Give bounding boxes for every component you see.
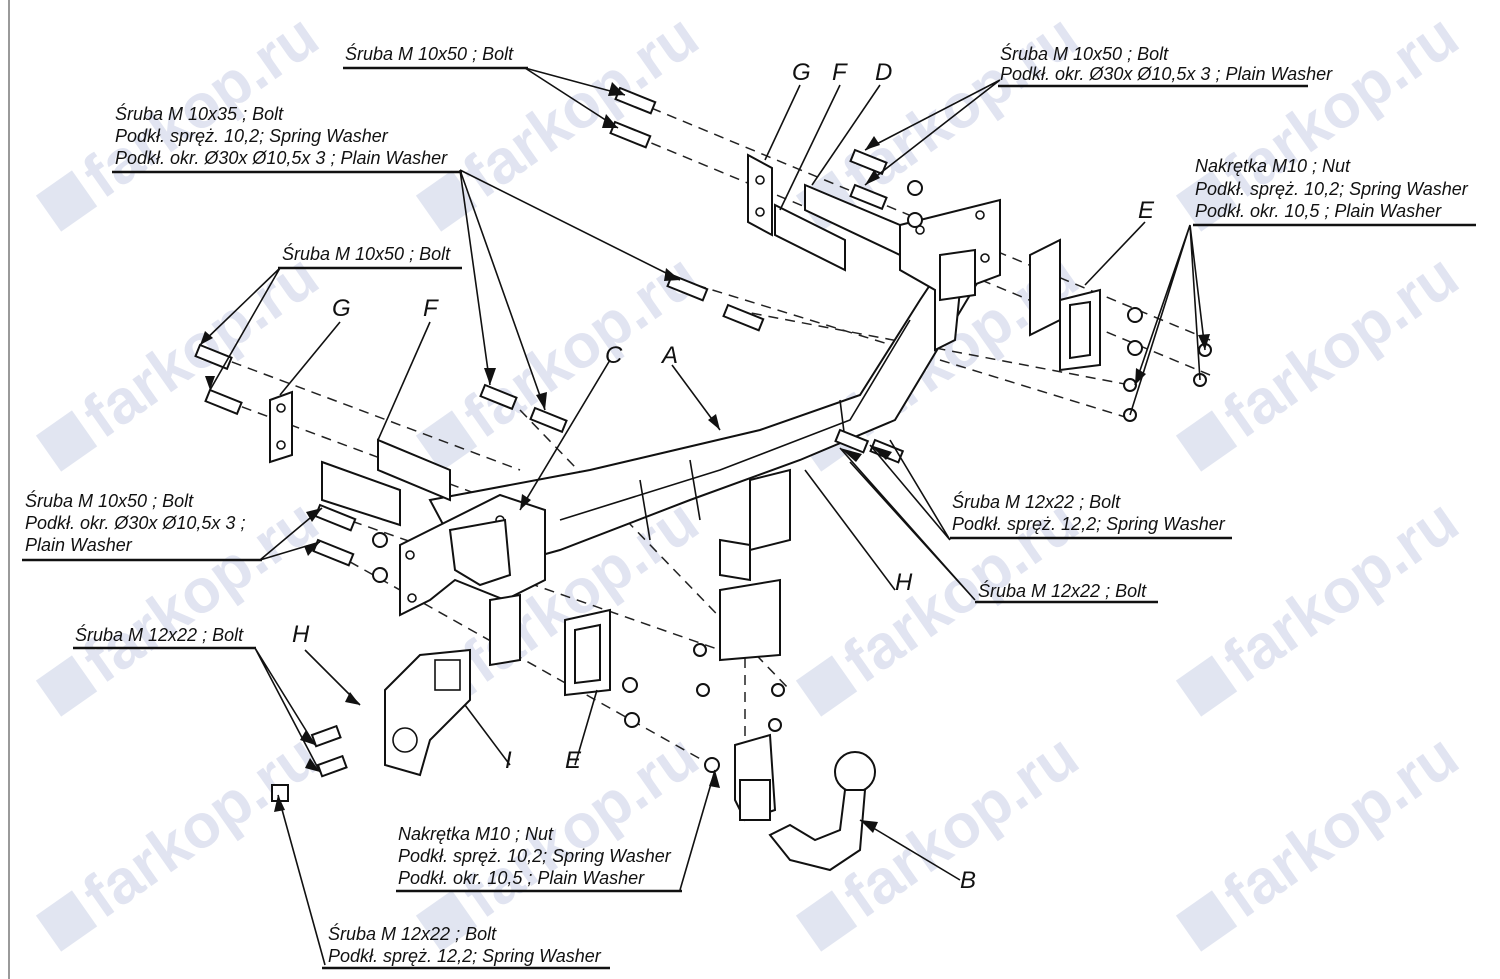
label-line: Śruba M 12x22 ; Bolt (978, 580, 1147, 601)
fasteners (194, 86, 1212, 802)
label-line: Plain Washer (25, 535, 133, 555)
center-brackets (489, 468, 791, 697)
plate-g-top (747, 153, 773, 237)
watermark-text: farkop.ru (71, 721, 331, 932)
label-line: Śruba M 10x50 ; Bolt (25, 490, 194, 511)
letter-f-top: F (832, 59, 848, 86)
label-line: Podkł. okr. Ø30x Ø10,5x 3 ; (25, 513, 245, 533)
label-line: Nakrętka M10 ; Nut (1195, 156, 1351, 176)
plate-f-left (377, 438, 451, 502)
letter-g-left: G (332, 295, 351, 322)
label-line: Podkł. spręż. 12,2; Spring Washer (952, 514, 1226, 534)
letter-i: I (505, 747, 512, 774)
plate-g-left (269, 390, 293, 464)
label-bottom-bolt: Śruba M 12x22 ; Bolt Podkł. spręż. 12,2;… (322, 923, 610, 970)
letter-d: D (875, 59, 892, 86)
label-line: Podkł. okr. 10,5 ; Plain Washer (398, 868, 645, 888)
label-line: Podkł. spręż. 12,2; Spring Washer (328, 946, 602, 966)
letter-h-left: H (292, 621, 310, 648)
car-logo-icon (415, 410, 478, 472)
bracket-e-top (1029, 238, 1101, 372)
label-line: Podkł. okr. Ø30x Ø10,5x 3 ; Plain Washer (115, 148, 448, 168)
letter-e-top: E (1138, 197, 1155, 224)
car-logo-icon (35, 890, 98, 952)
label-line: Podkł. spręż. 10,2; Spring Washer (398, 846, 672, 866)
label-mid-left-bolt: Śruba M 10x50 ; Bolt (278, 243, 462, 270)
label-line: Podkł. spręż. 10,2; Spring Washer (1195, 179, 1469, 199)
label-line: Nakrętka M10 ; Nut (398, 824, 554, 844)
label-right-m12-bolt: Śruba M 12x22 ; Bolt (975, 580, 1158, 604)
letter-g-top: G (792, 59, 811, 86)
right-side-bracket-d (804, 183, 1001, 352)
label-line: Śruba M 12x22 ; Bolt (952, 491, 1121, 512)
car-logo-icon (415, 890, 478, 952)
watermark-16: farkop.ru (1175, 721, 1471, 952)
label-line: Śruba M 10x50 ; Bolt (1000, 43, 1169, 64)
tow-ball-b (734, 733, 876, 872)
part-letters: G F D E G F C A H H I E B (292, 59, 1155, 894)
label-right-nut: Nakrętka M10 ; Nut Podkł. spręż. 10,2; S… (1193, 156, 1476, 227)
label-line: Śruba M 12x22 ; Bolt (328, 923, 497, 944)
label-line: Śruba M 10x50 ; Bolt (282, 243, 451, 264)
label-top-right-bolt: Śruba M 10x50 ; Bolt Podkł. okr. Ø30x Ø1… (998, 43, 1333, 88)
left-side-bracket (321, 460, 546, 617)
car-logo-icon (1175, 655, 1238, 717)
watermark-text: farkop.ru (1211, 721, 1471, 932)
label-left-m12-bolt: Śruba M 12x22 ; Bolt (73, 624, 256, 650)
assembly-lines (199, 94, 1211, 771)
watermark-text: farkop.ru (1211, 241, 1471, 452)
plate-f-top (774, 203, 846, 272)
label-line: Śruba M 10x35 ; Bolt (115, 103, 284, 124)
car-logo-icon (35, 410, 98, 472)
watermark-text: farkop.ru (1211, 486, 1471, 697)
label-lower-left-bolt: Śruba M 10x50 ; Bolt Podkł. okr. Ø30x Ø1… (22, 490, 262, 562)
label-line: Podkł. okr. Ø30x Ø10,5x 3 ; Plain Washer (1000, 64, 1333, 84)
watermark-text: farkop.ru (451, 1, 711, 212)
socket-plate-i (384, 648, 471, 777)
watermark-13: farkop.ru (35, 721, 331, 952)
label-left-bolt-m10x35: Śruba M 10x35 ; Bolt Podkł. spręż. 10,2;… (112, 103, 462, 174)
watermark-2: farkop.ru (415, 1, 711, 232)
watermark-8: farkop.ru (1175, 241, 1471, 472)
car-logo-icon (1175, 410, 1238, 472)
arrowheads (200, 82, 1210, 833)
leader-lines (199, 67, 1206, 966)
label-line: Podkł. spręż. 10,2; Spring Washer (115, 126, 389, 146)
letter-c: C (605, 342, 623, 369)
label-line: Podkł. okr. 10,5 ; Plain Washer (1195, 201, 1442, 221)
car-logo-icon (35, 655, 98, 717)
label-line: Śruba M 12x22 ; Bolt (75, 624, 244, 645)
label-right-m12-bolt-washer: Śruba M 12x22 ; Bolt Podkł. spręż. 12,2;… (950, 491, 1232, 540)
car-logo-icon (795, 890, 858, 952)
letter-h-right: H (895, 569, 913, 596)
car-logo-icon (35, 170, 98, 232)
car-logo-icon (1175, 170, 1238, 232)
label-top-center-bolt: Śruba M 10x50 ; Bolt (343, 43, 528, 70)
car-logo-icon (795, 655, 858, 717)
letter-f-left: F (423, 295, 439, 322)
letter-e-bottom: E (565, 747, 582, 774)
label-bottom-nut: Nakrętka M10 ; Nut Podkł. spręż. 10,2; S… (396, 824, 682, 893)
letter-b: B (960, 867, 976, 894)
letter-a: A (660, 342, 678, 369)
label-line: Śruba M 10x50 ; Bolt (345, 43, 514, 64)
car-logo-icon (1175, 890, 1238, 952)
